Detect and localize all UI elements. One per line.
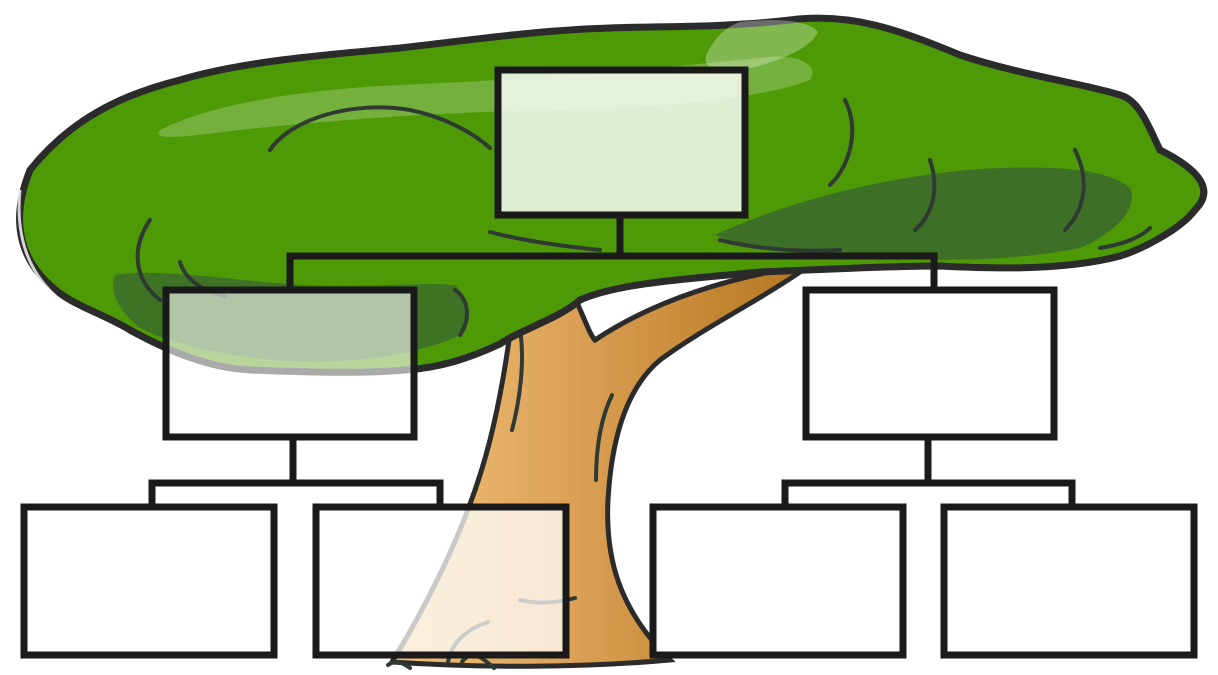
canopy-highlight [705, 20, 818, 72]
trunk-line [594, 393, 614, 482]
connector-left-children [148, 479, 444, 507]
family-boxes [20, 66, 1198, 659]
trunk-root-line [386, 660, 412, 670]
canopy-line [913, 158, 937, 232]
canopy-line [268, 105, 492, 152]
connector-level1-bar [286, 252, 938, 290]
box-left-child-2 [312, 503, 570, 659]
box-left-parent [162, 286, 418, 441]
connector-right-children [781, 479, 1076, 507]
box-right-child-1 [649, 503, 907, 659]
canopy-line [1063, 148, 1086, 232]
canopy-line [828, 98, 855, 187]
canopy-line [453, 288, 469, 337]
box-left-child-1 [20, 503, 278, 659]
canopy-line [718, 238, 842, 253]
box-right-parent [802, 286, 1058, 441]
box-root [494, 66, 749, 219]
canopy-line [1098, 226, 1152, 250]
connectors [148, 215, 1076, 507]
canopy-edge-highlight [17, 189, 61, 302]
canopy-line [135, 218, 162, 302]
canopy-shadow [715, 167, 1132, 260]
box-right-child-2 [940, 503, 1198, 659]
canopy-line [488, 230, 602, 252]
trunk-line [510, 328, 525, 432]
